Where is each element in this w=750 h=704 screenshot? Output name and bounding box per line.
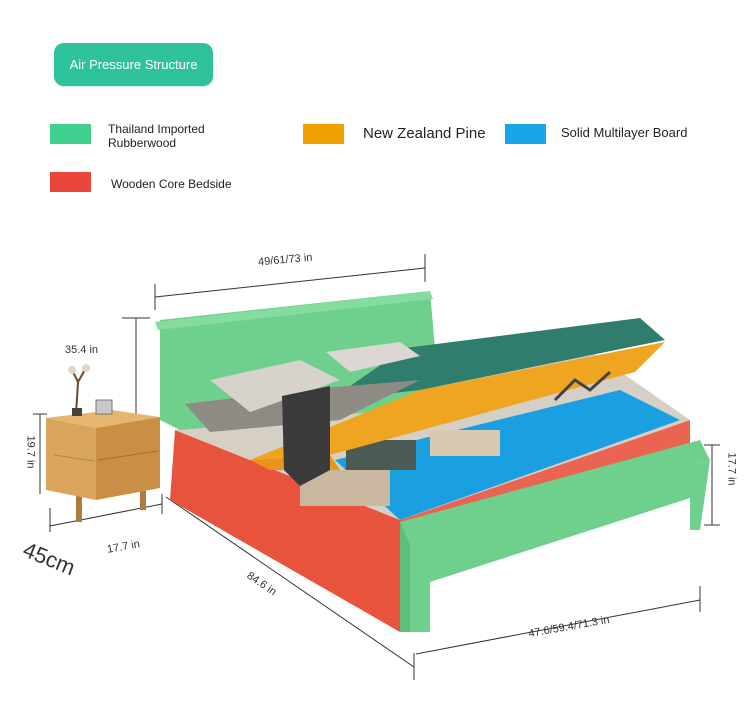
legend-label-bedside: Wooden Core Bedside	[111, 177, 232, 191]
footboard-height-label: 17.7 in	[725, 452, 738, 486]
bed-frame	[155, 291, 710, 632]
legend-label-pine: New Zealand Pine	[363, 125, 486, 142]
legend-swatch-rubberwood	[50, 124, 91, 144]
legend-swatch-multilayer	[505, 124, 546, 144]
legend-label-rubberwood: Thailand Imported Rubberwood	[108, 122, 205, 150]
nightstand-height-label: 19.7 in	[24, 435, 37, 469]
dimension-lines	[33, 254, 720, 680]
nightstand	[46, 364, 160, 522]
legend-swatch-bedside	[50, 172, 91, 192]
legend-swatch-pine	[303, 124, 344, 144]
legend-label-multilayer: Solid Multilayer Board	[561, 125, 688, 140]
air-pressure-structure-badge: Air Pressure Structure	[54, 43, 213, 86]
headboard-height-label: 35.4 in	[65, 344, 99, 356]
